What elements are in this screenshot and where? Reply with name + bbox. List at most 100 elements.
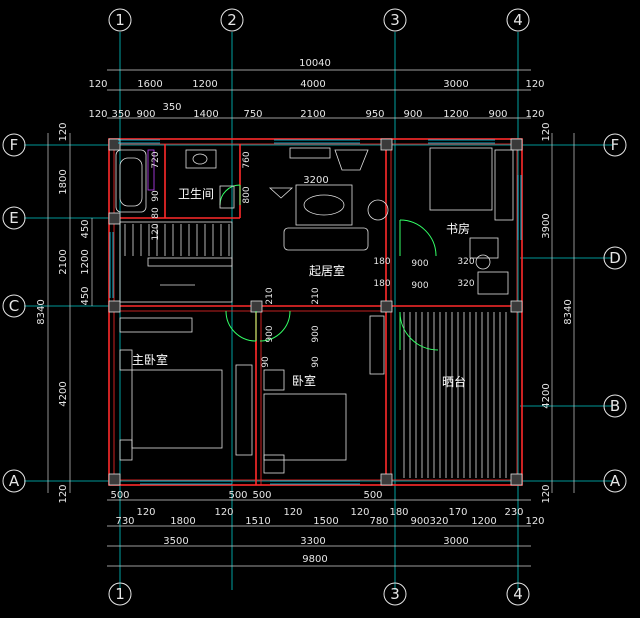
dim-bath-v-2: 800 <box>242 186 252 203</box>
dim-bottom-overall: 9800 <box>302 554 327 565</box>
axis-bubble-bottom-1 <box>108 582 132 606</box>
axis-bubble-left-C <box>2 294 26 318</box>
dim-bottom-row2-7: 120 <box>350 507 369 518</box>
dim-left-1: 1800 <box>58 169 69 194</box>
dim-bottom-row2-10: 900 <box>410 516 429 527</box>
dim-top-row3-4: 750 <box>243 109 262 120</box>
dim-bottom-row2-5: 120 <box>283 507 302 518</box>
dim-bottom-row1-2: 500 <box>252 490 271 501</box>
axis-label-top-3: 3 <box>390 11 400 29</box>
corner-table <box>334 149 369 171</box>
axis-label-top-2: 2 <box>227 11 237 29</box>
bedroom-wardrobe <box>369 315 385 375</box>
dim-hall-1: 210 <box>311 287 321 304</box>
dim-hall-4: 90 <box>261 356 271 368</box>
dim-bottom-row1-3: 500 <box>363 490 382 501</box>
dim-study-0: 180 <box>373 257 390 267</box>
dim-left-total: 8340 <box>36 299 47 324</box>
toilet <box>219 185 235 209</box>
tv-cabinet <box>295 184 353 226</box>
dim-bath-h-1: 90 <box>151 190 161 202</box>
dim-bottom-row3-2: 3000 <box>443 536 468 547</box>
dim-bottom-row1-0: 500 <box>110 490 129 501</box>
left-dimensions: 120 1800 2100 4200 120 450 1200 450 8340 <box>36 122 91 503</box>
dim-top-row3-8: 1200 <box>443 109 468 120</box>
dim-top-row3-6: 950 <box>365 109 384 120</box>
dim-bath-v-0: 720 <box>151 151 161 168</box>
dim-living-top: 3200 <box>303 175 328 186</box>
axis-bubble-labels: 1 2 3 4 1 3 4 F E C A F D B A <box>9 11 621 603</box>
axis-bubble-top-4 <box>506 8 530 32</box>
axis-bubble-top-2 <box>220 8 244 32</box>
dim-study-1: 900 <box>411 259 428 269</box>
right-dimensions: 120 3900 4200 120 8340 <box>541 122 574 503</box>
door-study <box>399 219 437 257</box>
axis-label-right-D: D <box>609 249 621 267</box>
dim-hall-5: 90 <box>311 356 321 368</box>
axis-bubble-left-A <box>2 469 26 493</box>
dim-top-row3-9: 900 <box>488 109 507 120</box>
dim-bath-h-0: 80 <box>151 207 161 219</box>
axis-bubble-top-1 <box>108 8 132 32</box>
dim-top-row3-5: 2100 <box>300 109 325 120</box>
axis-label-top-4: 4 <box>513 11 523 29</box>
dim-bottom-row2-1: 120 <box>136 507 155 518</box>
dim-left-inner-1: 1200 <box>80 249 91 274</box>
dim-bath-v-1: 760 <box>242 151 252 168</box>
staircase <box>119 221 233 303</box>
door-bedroom <box>259 310 291 342</box>
dim-bottom-row3-0: 3500 <box>163 536 188 547</box>
dim-bottom-row2-6: 1500 <box>313 516 338 527</box>
dim-left-3: 4200 <box>58 381 69 406</box>
dim-left-inner-0: 450 <box>80 219 91 238</box>
axis-bubble-bottom-4 <box>506 582 530 606</box>
dim-top-row3-10: 120 <box>525 109 544 120</box>
axis-bubbles <box>2 8 627 606</box>
room-label-master-bedroom: 主卧室 <box>132 352 168 367</box>
dim-study-2: 320 <box>457 257 474 267</box>
dim-bottom-row2-0: 730 <box>115 516 134 527</box>
dim-overall-top: 10040 <box>299 58 331 69</box>
dim-top-row2-3: 4000 <box>300 79 325 90</box>
axis-label-left-A: A <box>9 472 20 490</box>
dim-top-row2-0: 120 <box>88 79 107 90</box>
columns <box>108 138 523 486</box>
dim-top-row2-2: 1200 <box>192 79 217 90</box>
dim-bottom-row2-2: 1800 <box>170 516 195 527</box>
doors <box>219 184 439 351</box>
dim-top-row2-5: 120 <box>525 79 544 90</box>
dim-top-row3-1: 350 <box>111 109 130 120</box>
axis-bubble-right-D <box>603 246 627 270</box>
dim-left-0: 120 <box>58 122 69 141</box>
dim-top-row3-3: 1400 <box>193 109 218 120</box>
axis-bubble-bottom-3 <box>383 582 407 606</box>
axis-label-bottom-1: 1 <box>115 585 125 603</box>
axis-label-bottom-3: 3 <box>390 585 400 603</box>
dim-bottom-row3-1: 3300 <box>300 536 325 547</box>
sink <box>185 149 217 169</box>
wardrobe <box>119 317 193 333</box>
master-cabinet <box>235 364 253 456</box>
dim-top-row3-2: 900 <box>136 109 155 120</box>
door-master <box>225 310 257 342</box>
dim-right-1: 3900 <box>541 213 552 238</box>
level-marker <box>268 187 294 199</box>
dim-left-inner-2: 450 <box>80 286 91 305</box>
walls <box>108 138 523 486</box>
dim-left-2: 2100 <box>58 249 69 274</box>
dim-study-5: 320 <box>457 279 474 289</box>
dim-bottom-row2-3: 120 <box>214 507 233 518</box>
axis-label-bottom-4: 4 <box>513 585 523 603</box>
dim-bottom-row2-12: 170 <box>448 507 467 518</box>
bedroom-bed <box>263 393 347 461</box>
study-bed <box>429 147 493 211</box>
stair-treads <box>124 224 230 256</box>
dim-top-row3-0: 120 <box>88 109 107 120</box>
axis-bubble-right-F <box>603 133 627 157</box>
dim-top-extra: 350 <box>162 102 181 113</box>
axis-label-left-E: E <box>9 209 18 227</box>
dim-bottom-row2-8: 780 <box>369 516 388 527</box>
outer-wall <box>108 138 523 486</box>
